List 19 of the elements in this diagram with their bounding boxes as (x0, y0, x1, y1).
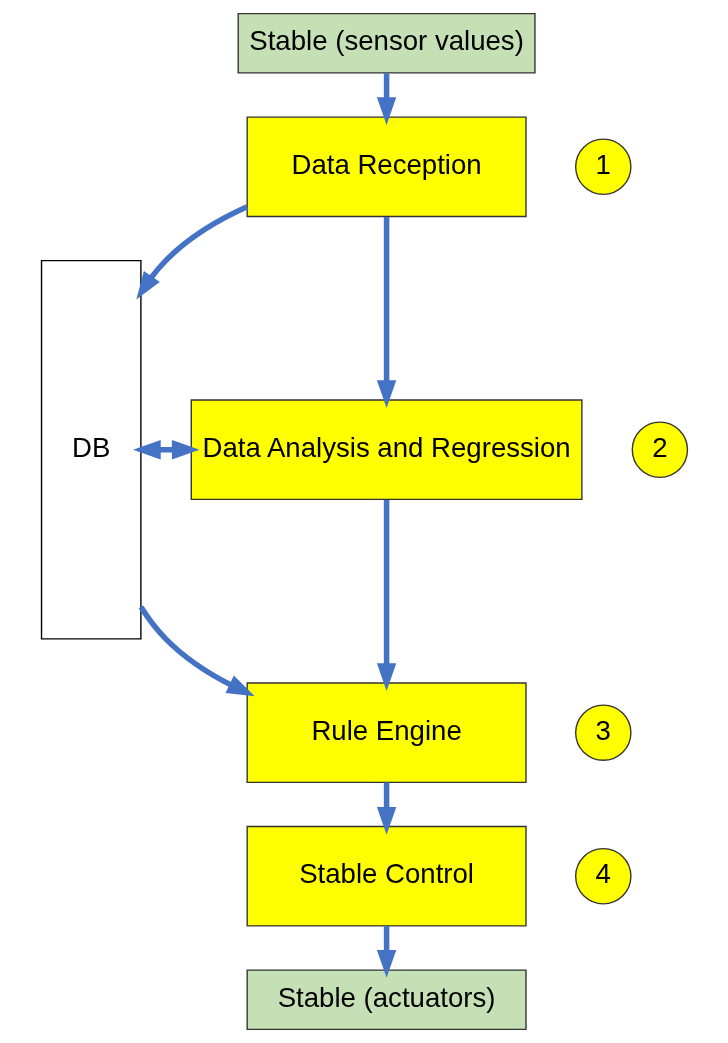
node-circle: 4 (574, 847, 632, 905)
node-circle: 3 (574, 704, 632, 761)
node-circle: 2 (631, 421, 688, 478)
node-box: Stable (sensor values) (237, 12, 536, 74)
node-circle: 1 (574, 138, 632, 196)
arrow (138, 605, 255, 697)
node-box: DB (40, 259, 142, 640)
arrow (132, 440, 200, 460)
arrow (376, 926, 396, 978)
node-box: Data Analysis and Regression (190, 399, 583, 501)
arrow (376, 73, 396, 126)
arrow (376, 499, 396, 691)
arrow (376, 216, 396, 408)
arrow (135, 204, 248, 300)
node-box: Stable (actuators) (246, 969, 527, 1031)
arrow (376, 782, 396, 835)
node-box: Data Reception (246, 116, 527, 218)
node-box: Rule Engine (246, 682, 527, 784)
node-box: Stable Control (246, 825, 527, 927)
